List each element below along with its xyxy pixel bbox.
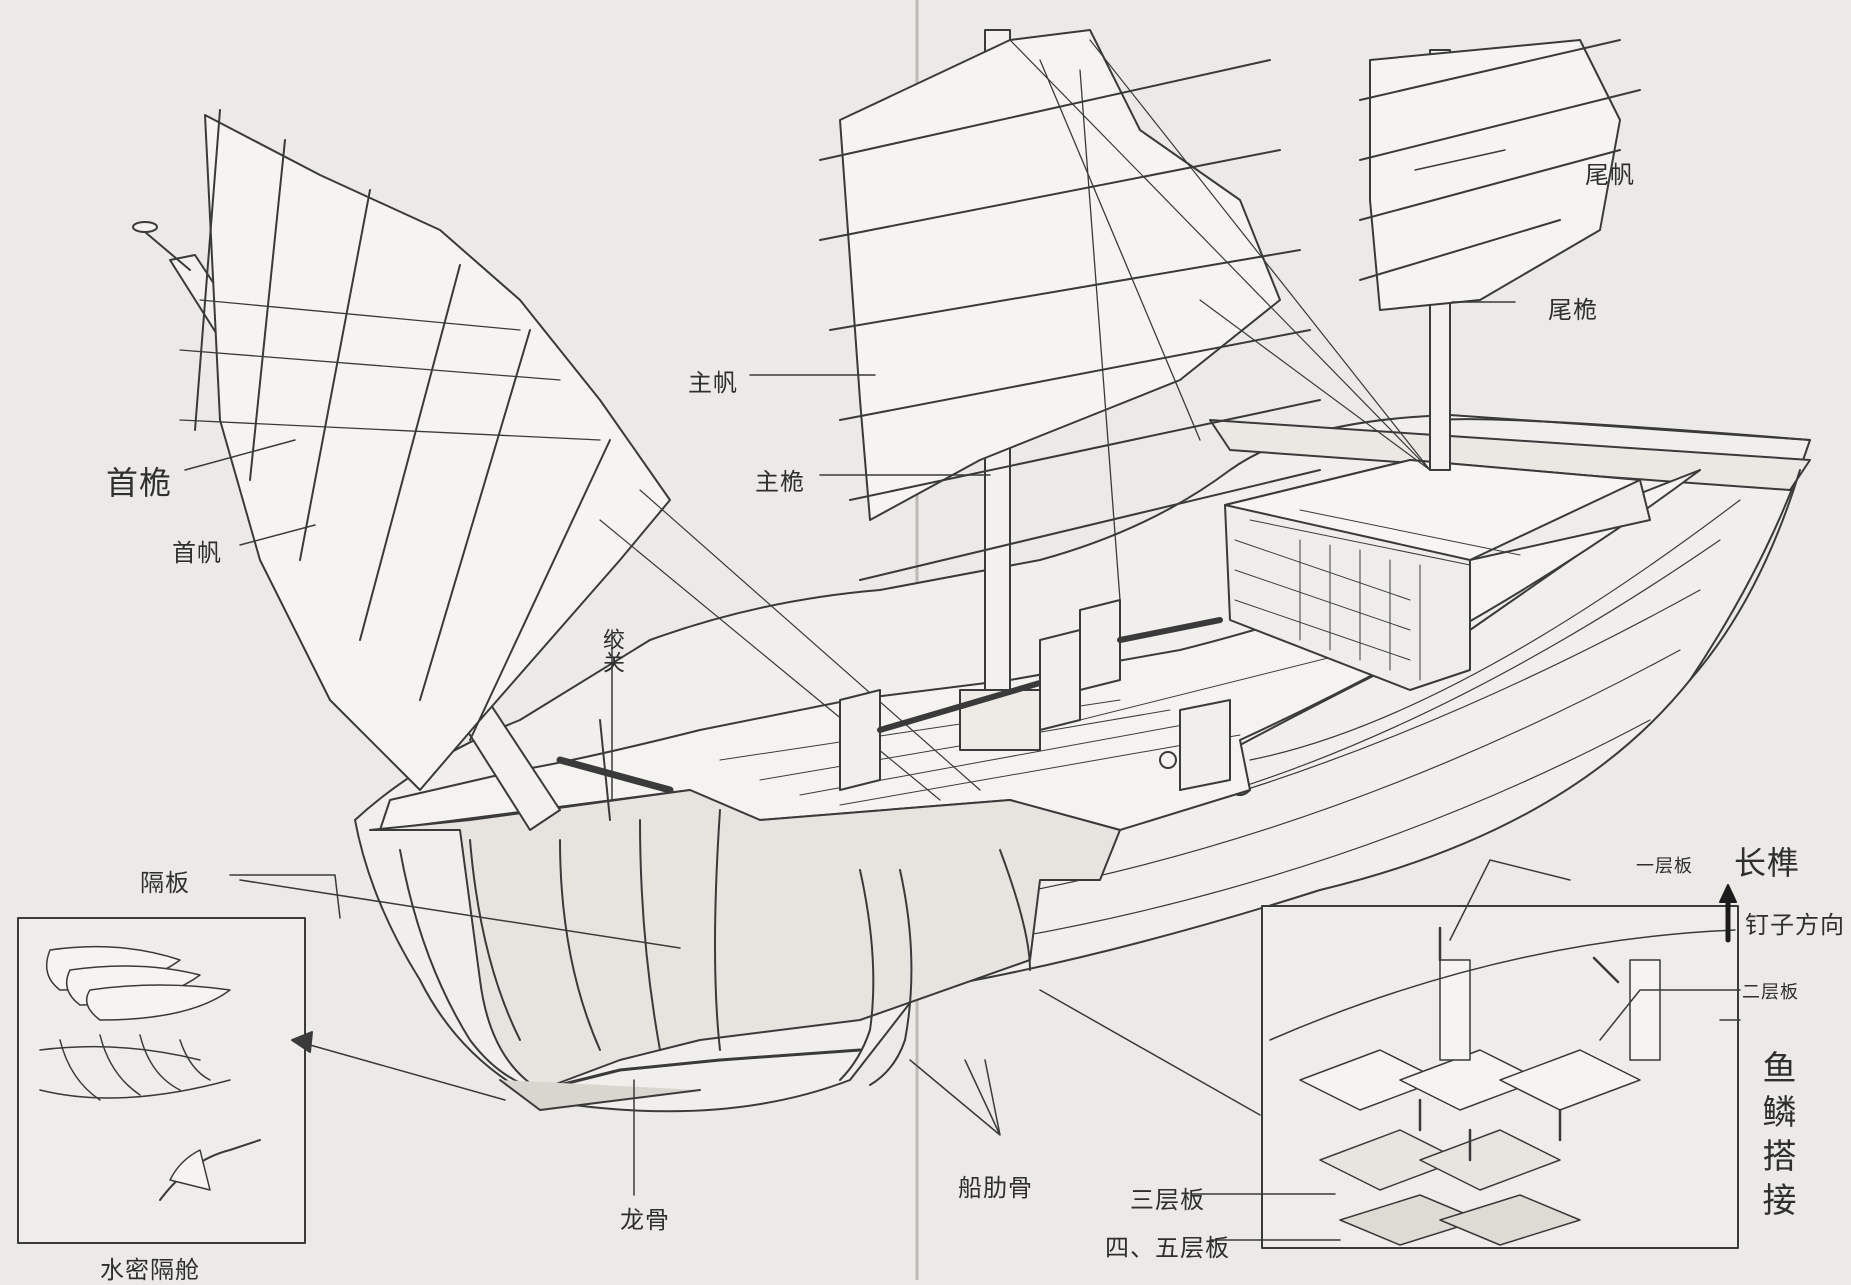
label-layer-3: 三层板	[1130, 1186, 1205, 1214]
leader-lines	[184, 149, 1741, 1241]
label-layer-45: 四、五层板	[1105, 1234, 1230, 1262]
bow-sail	[179, 109, 671, 791]
inset-lap-joint	[1261, 905, 1739, 1249]
label-bow-sail: 首帆	[172, 539, 222, 567]
windlasses	[556, 599, 1231, 821]
hold-cutaway	[369, 789, 1121, 1111]
stern-sail	[1359, 39, 1641, 311]
nail-arrows	[1418, 926, 1620, 1162]
label-layer-1: 一层板	[1636, 856, 1693, 877]
label-watertight-bulkheads: 水密隔舱	[100, 1256, 200, 1284]
label-stern-mast: 尾桅	[1548, 296, 1598, 324]
label-fish-scale-joint: 鱼鳞搭接	[1756, 1050, 1796, 1226]
label-long-nail: 长榫	[1734, 844, 1801, 882]
label-ribs: 船肋骨	[958, 1174, 1033, 1202]
label-bow-mast: 首桅	[106, 464, 173, 502]
label-main-sail: 主帆	[688, 369, 738, 397]
main-sail	[819, 29, 1321, 601]
stern-cabin	[1224, 459, 1651, 691]
label-main-mast: 主桅	[755, 468, 805, 496]
label-keel: 龙骨	[620, 1206, 670, 1234]
label-windlass: 绞关	[599, 628, 624, 674]
rigging	[599, 39, 1431, 801]
label-stern-sail: 尾帆	[1585, 161, 1635, 189]
label-bulkhead: 隔板	[140, 869, 190, 897]
inset-watertight	[17, 917, 306, 1244]
nail-direction-arrowhead	[1719, 884, 1737, 903]
label-layer-2: 二层板	[1742, 982, 1799, 1003]
label-nail-direction: 钉子方向	[1745, 911, 1845, 939]
inset-arrowhead-left	[291, 1031, 313, 1053]
